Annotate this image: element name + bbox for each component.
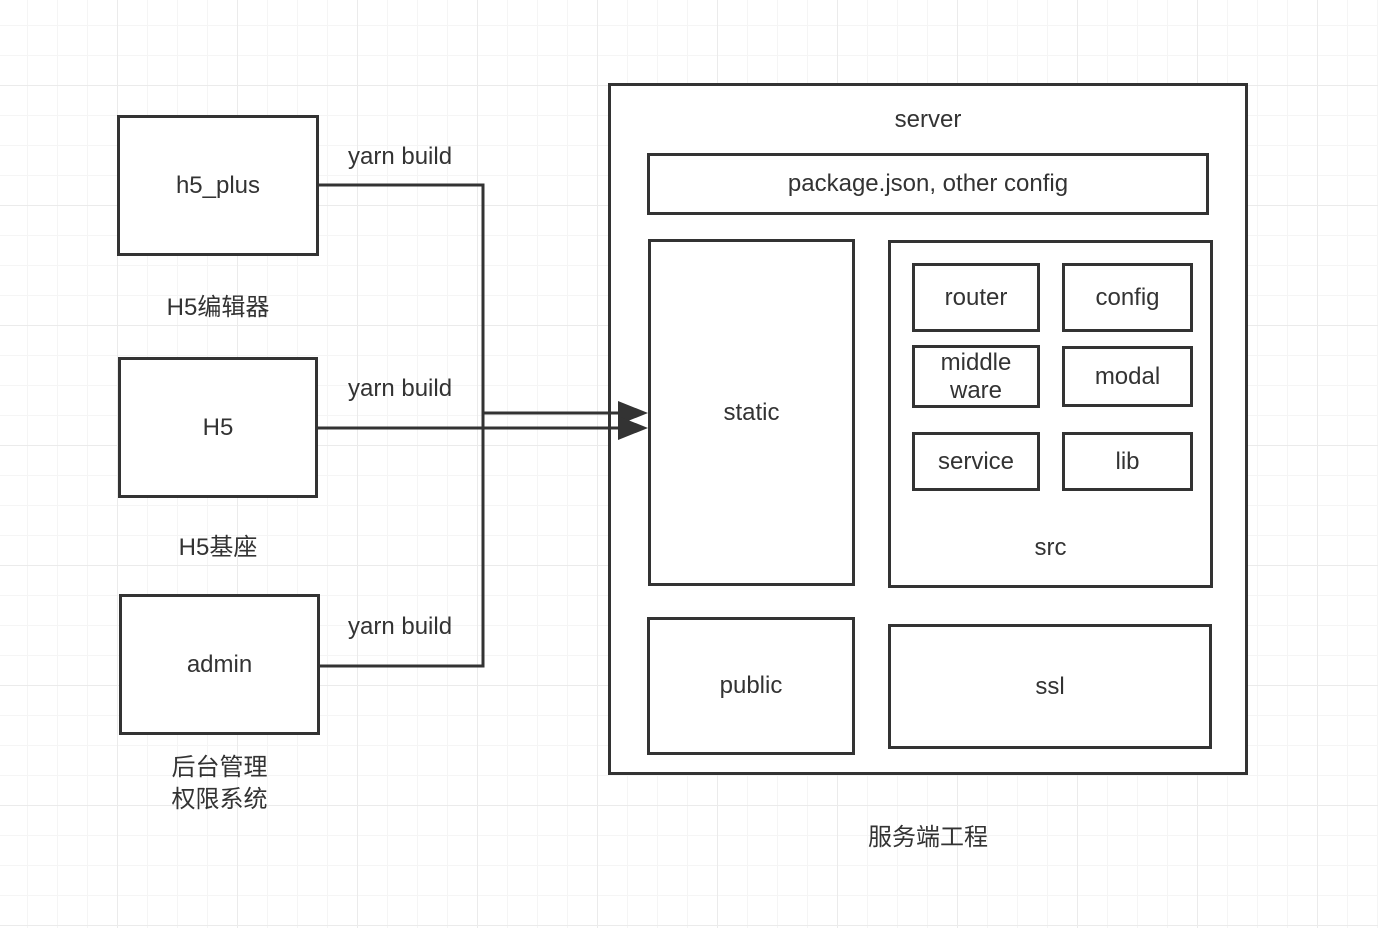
ssl-box: ssl [888, 624, 1212, 749]
ssl-label: ssl [1035, 672, 1065, 700]
src-cell-router-label: router [944, 283, 1008, 311]
server-caption: 服务端工程 [868, 824, 988, 851]
src-cell-lib: lib [1062, 432, 1193, 491]
connector-h5plus-admin-trunk [319, 183, 485, 668]
src-label: src [1034, 534, 1067, 561]
module-caption-h5: H5基座 [178, 534, 258, 561]
module-label-admin: admin [186, 650, 253, 678]
module-caption-admin: 后台管理权限系统 [119, 752, 320, 816]
module-label-h5: H5 [202, 413, 234, 441]
src-cell-modal-label: modal [1094, 362, 1161, 390]
config-files-box: package.json, other config [647, 153, 1209, 215]
src-cell-middleware-label: middle ware [940, 348, 1012, 404]
module-label-h5-plus: h5_plus [175, 171, 261, 199]
module-box-admin: admin [119, 594, 320, 735]
src-cell-config: config [1062, 263, 1193, 332]
public-box: public [647, 617, 855, 755]
module-caption-admin-line2: 权限系统 [171, 786, 268, 813]
module-caption-h5-plus: H5编辑器 [166, 294, 270, 321]
edge-label-yarn-build-2: yarn build [348, 375, 453, 402]
src-cell-modal: modal [1062, 346, 1193, 407]
src-cell-router: router [912, 263, 1040, 332]
src-cell-service: service [912, 432, 1040, 491]
src-cell-service-label: service [937, 447, 1015, 475]
static-label: static [723, 398, 780, 426]
public-label: public [719, 672, 783, 699]
config-files-label: package.json, other config [787, 170, 1069, 197]
static-box: static [648, 239, 855, 586]
src-cell-middleware: middle ware [912, 345, 1040, 408]
edge-label-yarn-build-3: yarn build [348, 613, 453, 640]
module-box-h5-plus: h5_plus [117, 115, 319, 256]
server-title: server [894, 106, 962, 133]
edge-label-yarn-build-1: yarn build [348, 143, 453, 170]
src-cell-lib-label: lib [1115, 447, 1140, 475]
module-caption-admin-line1: 后台管理 [171, 754, 268, 781]
module-box-h5: H5 [118, 357, 318, 498]
src-cell-config-label: config [1095, 283, 1160, 311]
